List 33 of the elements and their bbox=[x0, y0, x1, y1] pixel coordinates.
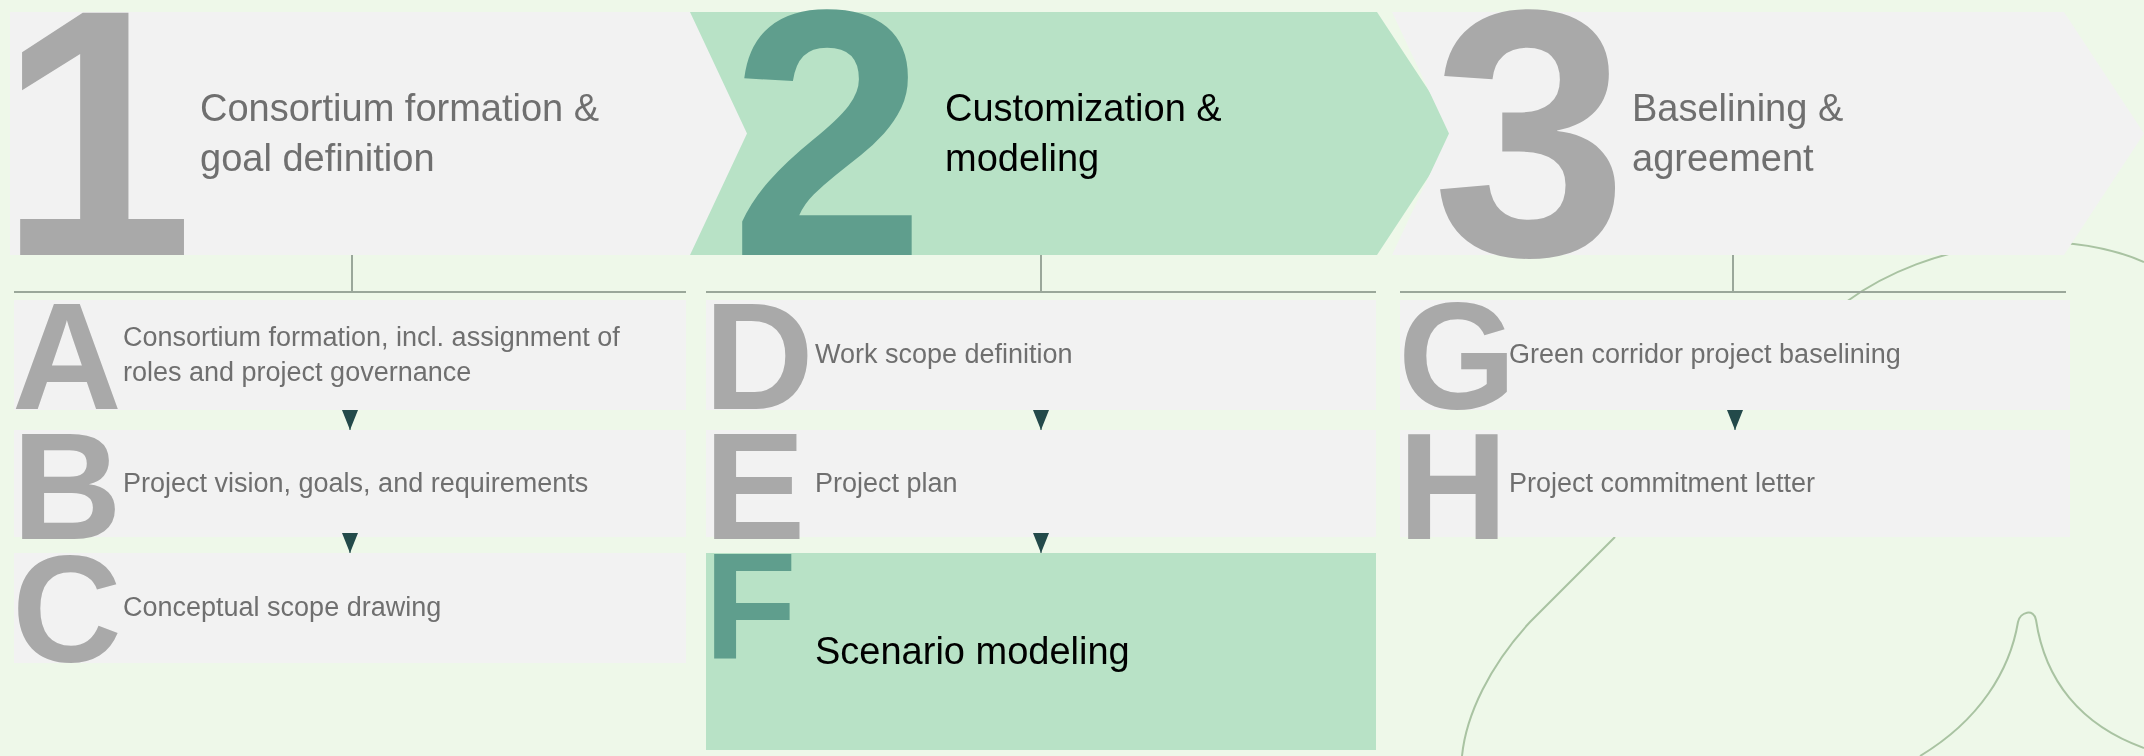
step-label: Conceptual scope drawing bbox=[123, 591, 442, 625]
arrow bbox=[1727, 409, 1743, 431]
step-letter: F bbox=[704, 549, 797, 661]
step-number: 1 bbox=[0, 6, 186, 261]
step-box bbox=[706, 553, 1376, 750]
step-letter: E bbox=[704, 430, 806, 542]
step-box bbox=[14, 300, 686, 410]
step-label: Project commitment letter bbox=[1509, 466, 1816, 500]
step-box bbox=[1400, 300, 2070, 410]
step-label: Scenario modeling bbox=[815, 628, 1130, 674]
step-number: 2 bbox=[730, 6, 918, 261]
step-box bbox=[14, 430, 686, 537]
step-box bbox=[14, 553, 686, 663]
step-letter: H bbox=[1398, 430, 1508, 542]
phase-title: Baselining & agreement bbox=[1632, 86, 1845, 181]
arrow bbox=[1033, 533, 1049, 554]
step-letter: B bbox=[12, 430, 122, 542]
step-label: Consortium formation, incl. assignment of roles and project governance bbox=[123, 320, 621, 389]
step-label: Work scope definition bbox=[815, 338, 1073, 372]
arrow bbox=[342, 533, 358, 554]
arrow bbox=[342, 409, 358, 431]
step-letter: D bbox=[704, 300, 814, 412]
phase-title: Consortium formation & goal definition bbox=[200, 86, 601, 181]
step-letter: C bbox=[12, 553, 122, 665]
step-label: Project plan bbox=[815, 466, 958, 500]
step-letter: A bbox=[12, 300, 122, 412]
phase-title: Customization & modeling bbox=[945, 86, 1223, 181]
step-number: 3 bbox=[1432, 6, 1620, 261]
step-box bbox=[706, 300, 1376, 410]
step-box bbox=[706, 430, 1376, 537]
arrow bbox=[1033, 409, 1049, 431]
step-label: Project vision, goals, and requirements bbox=[123, 466, 589, 500]
step-box bbox=[1400, 430, 2070, 537]
